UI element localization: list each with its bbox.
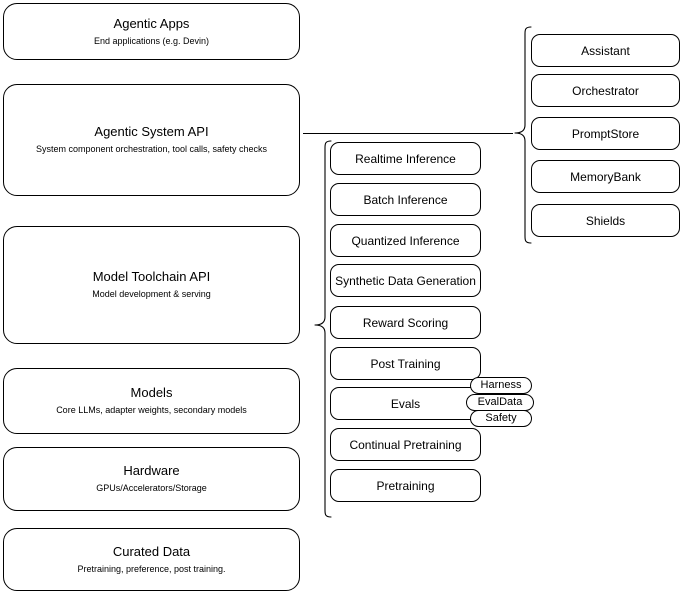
component-label: Continual Pretraining bbox=[349, 437, 462, 452]
component-promptstore[interactable]: PromptStore bbox=[531, 117, 680, 150]
component-continual-pretraining[interactable]: Continual Pretraining bbox=[330, 428, 481, 461]
component-label: Synthetic Data Generation bbox=[335, 273, 476, 288]
component-label: Batch Inference bbox=[363, 192, 448, 207]
component-evals[interactable]: Evals bbox=[330, 387, 481, 420]
layer-title: Agentic Apps bbox=[113, 15, 190, 31]
component-shields[interactable]: Shields bbox=[531, 204, 680, 237]
brace-model-toolchain-components bbox=[314, 140, 332, 518]
component-post-training[interactable]: Post Training bbox=[330, 347, 481, 380]
brace-agentic-system-components bbox=[514, 26, 532, 244]
component-label: Assistant bbox=[581, 43, 630, 58]
stack-layer-agentic-apps[interactable]: Agentic Apps End applications (e.g. Devi… bbox=[3, 3, 300, 60]
layer-subtitle: System component orchestration, tool cal… bbox=[35, 144, 268, 154]
stack-layer-models[interactable]: Models Core LLMs, adapter weights, secon… bbox=[3, 368, 300, 434]
component-assistant[interactable]: Assistant bbox=[531, 34, 680, 67]
component-label: MemoryBank bbox=[570, 169, 641, 184]
component-label: Evals bbox=[390, 396, 421, 411]
layer-title: Curated Data bbox=[112, 543, 191, 559]
layer-subtitle: End applications (e.g. Devin) bbox=[93, 35, 210, 46]
evals-subcomponent-label: EvalData bbox=[477, 396, 523, 408]
layer-subtitle: Pretraining, preference, post training. bbox=[77, 563, 226, 574]
component-quantized-inference[interactable]: Quantized Inference bbox=[330, 224, 481, 257]
component-label: Reward Scoring bbox=[362, 315, 449, 330]
component-realtime-inference[interactable]: Realtime Inference bbox=[330, 142, 481, 175]
stack-layer-model-toolchain-api[interactable]: Model Toolchain API Model development & … bbox=[3, 226, 300, 344]
layer-title: Models bbox=[130, 385, 173, 400]
component-memorybank[interactable]: MemoryBank bbox=[531, 160, 680, 193]
component-reward-scoring[interactable]: Reward Scoring bbox=[330, 306, 481, 339]
component-orchestrator[interactable]: Orchestrator bbox=[531, 74, 680, 107]
layer-title: Agentic System API bbox=[94, 124, 209, 139]
evals-subcomponent-harness[interactable]: Harness bbox=[470, 377, 532, 394]
evals-subcomponent-evaldata[interactable]: EvalData bbox=[466, 394, 534, 411]
component-label: Realtime Inference bbox=[355, 151, 456, 166]
component-label: Pretraining bbox=[376, 478, 435, 493]
layer-subtitle: Model development & serving bbox=[92, 289, 211, 299]
layer-subtitle: Core LLMs, adapter weights, secondary mo… bbox=[56, 405, 247, 415]
evals-subcomponent-safety[interactable]: Safety bbox=[470, 410, 532, 427]
component-batch-inference[interactable]: Batch Inference bbox=[330, 183, 481, 216]
evals-subcomponent-label: Harness bbox=[480, 379, 522, 391]
stack-layer-curated-data[interactable]: Curated Data Pretraining, preference, po… bbox=[3, 528, 300, 591]
connector-agentic-system-api-to-components bbox=[303, 133, 513, 134]
layer-subtitle: GPUs/Accelerators/Storage bbox=[96, 483, 207, 493]
stack-layer-agentic-system-api[interactable]: Agentic System API System component orch… bbox=[3, 84, 300, 196]
component-label: PromptStore bbox=[571, 126, 640, 141]
stack-layer-hardware[interactable]: Hardware GPUs/Accelerators/Storage bbox=[3, 447, 300, 511]
component-label: Quantized Inference bbox=[351, 233, 460, 248]
layer-title: Model Toolchain API bbox=[92, 269, 211, 284]
component-synthetic-data-generation[interactable]: Synthetic Data Generation bbox=[330, 264, 481, 297]
component-label: Post Training bbox=[370, 356, 441, 371]
component-label: Shields bbox=[585, 213, 626, 228]
component-label: Orchestrator bbox=[572, 83, 639, 98]
component-pretraining[interactable]: Pretraining bbox=[330, 469, 481, 502]
layer-title: Hardware bbox=[123, 463, 180, 478]
evals-subcomponent-label: Safety bbox=[485, 412, 517, 424]
